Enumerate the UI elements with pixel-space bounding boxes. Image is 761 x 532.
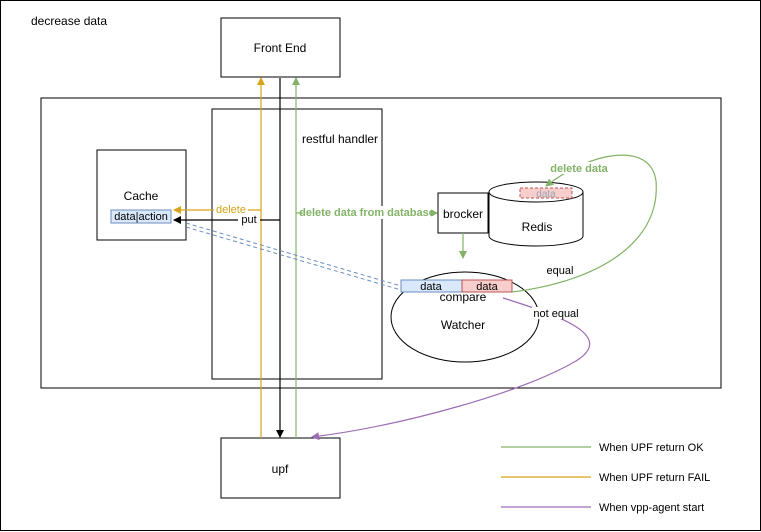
delete-from-database-label: delete data from database — [299, 207, 435, 219]
front-end-box — [220, 17, 341, 78]
delete-data-label: delete data — [550, 163, 608, 175]
equal-loop-arrow — [511, 154, 657, 293]
legend-vpp-label: When vpp-agent start — [599, 502, 704, 514]
delete-data-label-bg — [550, 162, 608, 174]
watcher-label: Watcher — [441, 318, 485, 332]
broker-label: brocker — [443, 207, 483, 221]
not-equal-label: not equal — [533, 308, 578, 320]
cache-field-label: data|action — [114, 211, 168, 223]
cache-box — [96, 149, 187, 241]
diagram-title: decrease data — [31, 14, 107, 28]
upf-label: upf — [272, 462, 289, 476]
restful-handler-label: restful handler — [302, 132, 378, 146]
redis-cylinder-body — [488, 192, 584, 247]
legend-ok-label: When UPF return OK — [599, 442, 704, 454]
equal-label-bg — [544, 264, 576, 276]
delete-from-database-label-bg — [303, 206, 431, 219]
watcher-data-right-cell — [461, 279, 513, 293]
not-equal-label-bg — [532, 307, 580, 319]
cache-watcher-link-1 — [185, 222, 402, 287]
equal-label: equal — [547, 265, 574, 277]
legend: When UPF return OK When UPF return FAIL … — [501, 442, 710, 514]
broker-box — [437, 192, 489, 234]
front-end-label: Front End — [254, 41, 307, 55]
redis-data-label: data — [536, 189, 556, 200]
delete-label: delete — [216, 204, 246, 216]
compare-label: compare — [440, 290, 487, 304]
system-boundary — [40, 97, 722, 389]
watcher-data-right-label: data — [476, 281, 498, 293]
delete-label-bg — [214, 203, 248, 215]
cache-label: Cache — [124, 189, 159, 203]
put-label: put — [241, 214, 256, 226]
watcher-data-left-label: data — [420, 281, 442, 293]
upf-box — [220, 437, 341, 499]
redis-data-cell — [519, 187, 573, 199]
redis-label: Redis — [522, 220, 553, 234]
cache-field — [110, 209, 172, 224]
restful-handler-box — [211, 108, 383, 380]
put-label-bg — [238, 214, 260, 226]
legend-fail-label: When UPF return FAIL — [599, 472, 710, 484]
cache-watcher-link-2 — [185, 226, 402, 291]
